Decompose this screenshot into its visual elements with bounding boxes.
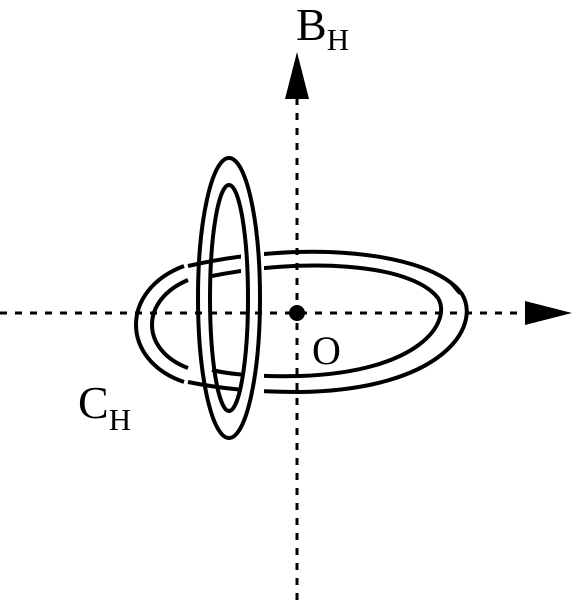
- vertical-inner-ellipse: [208, 183, 250, 413]
- horizontal-axis-arrowhead: [525, 301, 572, 325]
- curve-label: CH: [78, 377, 131, 437]
- left-inner-arc: [150, 278, 189, 370]
- vertical-axis-label: BH: [296, 0, 349, 57]
- vertical-axis-arrowhead: [285, 52, 309, 99]
- origin-label: O: [312, 328, 341, 373]
- left-outer-arc: [134, 264, 185, 384]
- direction-arrowhead: [448, 282, 464, 296]
- vertical-outer-ellipse: [196, 156, 262, 440]
- origin-point: [289, 305, 305, 321]
